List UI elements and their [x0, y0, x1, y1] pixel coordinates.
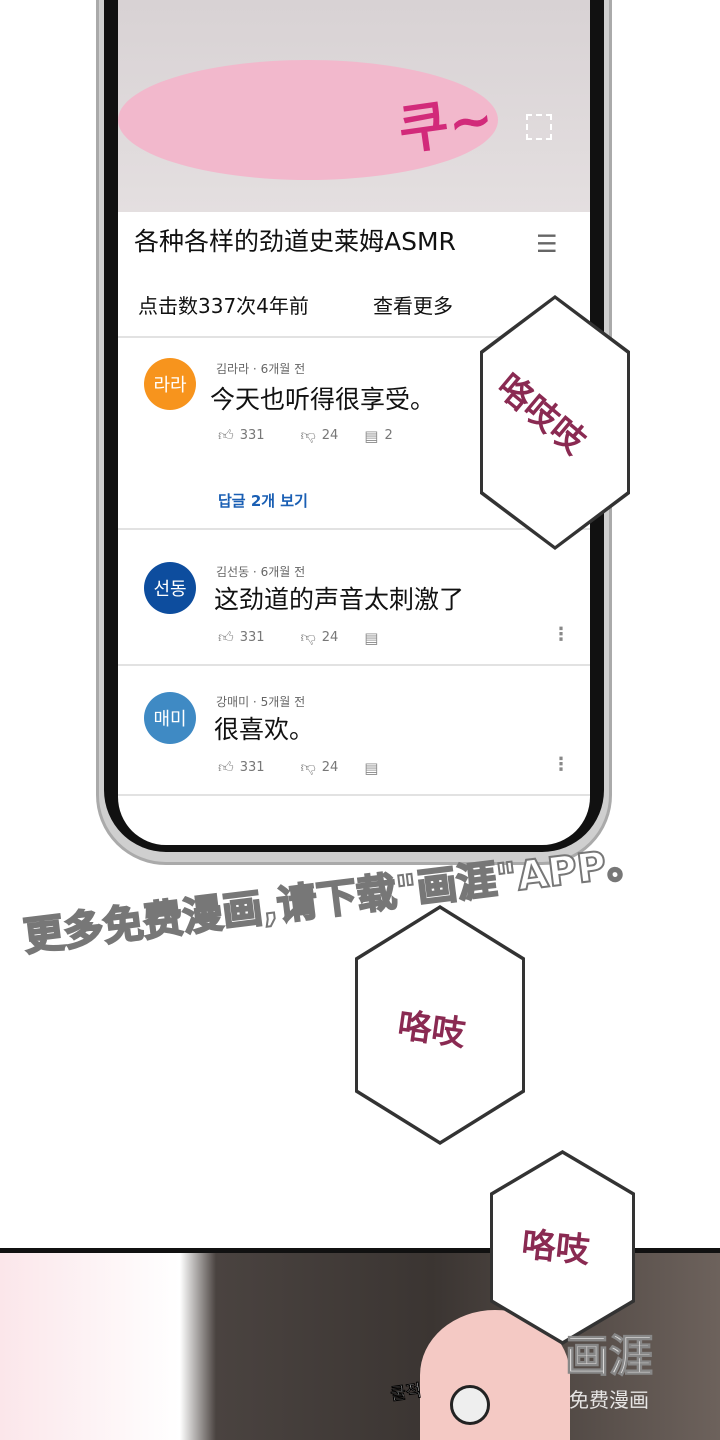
eye-image: [450, 1385, 490, 1425]
view-replies-link[interactable]: 답글 2개 보기: [218, 492, 308, 510]
video-title: 各种各样的劲道史莱姆ASMR: [134, 227, 456, 256]
like-count: 331: [239, 630, 265, 645]
reply-count: 2: [384, 428, 393, 443]
see-more-link[interactable]: 查看更多: [373, 294, 453, 318]
comment-meta: 김라라 · 6개월 전: [216, 362, 306, 376]
comment-text: 很喜欢。: [214, 715, 315, 744]
reply-icon[interactable]: ▤: [364, 758, 379, 777]
avatar[interactable]: 라라: [144, 358, 196, 410]
comment-actions: 👍︎ 331 👎︎ 24 ▤: [218, 758, 378, 777]
sfx-bubble-fill: [493, 1154, 632, 1341]
video-stats: 点击数337次4年前: [138, 294, 309, 318]
sfx-bubble-fill: [483, 299, 627, 546]
watermark-logo: 画涯 免费漫画: [565, 1320, 654, 1413]
slime-image: [118, 60, 498, 180]
thumbs-down-icon[interactable]: 👎︎: [300, 426, 316, 444]
more-options-icon[interactable]: ⋮: [552, 624, 570, 645]
thumbs-up-icon[interactable]: 👍︎: [218, 628, 234, 646]
fullscreen-icon[interactable]: [526, 114, 552, 140]
avatar[interactable]: 선동: [144, 562, 196, 614]
sfx-text: 쿠~: [394, 86, 498, 163]
divider: [118, 794, 590, 796]
reply-icon[interactable]: ▤: [364, 628, 379, 647]
comment-meta: 김선동 · 6개월 전: [216, 565, 306, 579]
dislike-count: 24: [321, 630, 339, 645]
comment-text: 这劲道的声音太刺激了: [214, 585, 465, 614]
dislike-count: 24: [321, 760, 339, 775]
sfx-text: 쿨적: [389, 1380, 424, 1406]
comment-actions: 👍︎ 331 👎︎ 24 ▤ 2: [218, 426, 393, 445]
dislike-count: 24: [321, 428, 339, 443]
reply-icon[interactable]: ▤: [364, 426, 379, 445]
divider: [118, 664, 590, 666]
like-count: 331: [239, 428, 265, 443]
thumbs-down-icon[interactable]: 👎︎: [300, 758, 316, 776]
divider: [118, 336, 590, 338]
phone-screen: 쿠~ 各种各样的劲道史莱姆ASMR ☰ 点击数337次4年前 查看更多 라라 김…: [118, 0, 590, 845]
sfx-text: 咯吱: [519, 1224, 592, 1272]
comment-actions: 👍︎ 331 👎︎ 24 ▤: [218, 628, 378, 647]
more-options-icon[interactable]: ⋮: [552, 754, 570, 775]
sfx-text: 咯吱: [395, 1005, 468, 1055]
thumbs-up-icon[interactable]: 👍︎: [218, 758, 234, 776]
logo-subtext: 免费漫画: [569, 1388, 649, 1412]
logo-text: 画涯: [565, 1331, 654, 1383]
divider: [118, 528, 590, 530]
video-player[interactable]: 쿠~: [118, 0, 590, 212]
comment-text: 今天也听得很享受。: [210, 385, 436, 414]
thumbs-down-icon[interactable]: 👎︎: [300, 628, 316, 646]
filter-icon[interactable]: ☰: [536, 230, 558, 258]
comment-meta: 강매미 · 5개월 전: [216, 695, 306, 709]
like-count: 331: [239, 760, 265, 775]
avatar[interactable]: 매미: [144, 692, 196, 744]
thumbs-up-icon[interactable]: 👍︎: [218, 426, 234, 444]
sfx-bubble-fill: [358, 909, 522, 1141]
